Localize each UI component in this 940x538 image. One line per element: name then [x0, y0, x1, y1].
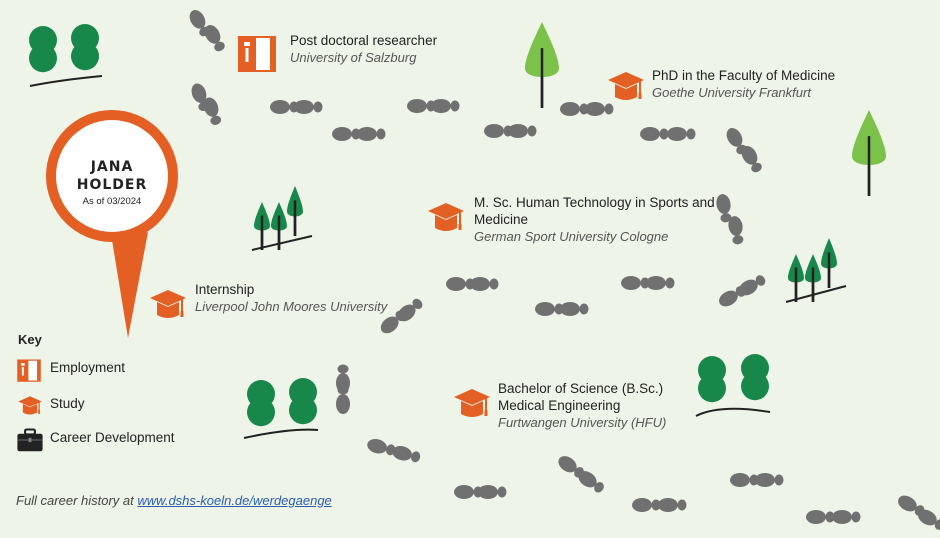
footprint	[336, 385, 350, 414]
milestone-title: Internship	[195, 282, 255, 297]
graduation-cap-icon	[454, 389, 490, 417]
key-label: Career Development	[50, 430, 175, 445]
pine-tree	[852, 110, 886, 196]
milestone-title-line-1: Bachelor of Science (B.Sc.)	[498, 381, 664, 396]
first-name: JANA	[90, 159, 134, 175]
trees	[29, 22, 886, 439]
footprint	[294, 100, 323, 114]
pine-tree	[788, 254, 804, 302]
milestone-institution: Furtwangen University (HFU)	[498, 415, 667, 430]
footprint	[560, 102, 589, 116]
footer-prefix: Full career history at	[16, 493, 134, 508]
ground-line	[29, 75, 103, 87]
footprint	[470, 277, 499, 291]
round-tree	[29, 26, 57, 73]
round-tree	[247, 380, 275, 427]
milestone-title-line-2: Medicine	[474, 212, 529, 227]
employment-icon	[238, 36, 276, 72]
footer-note: Full career history at www.dshs-koeln.de…	[16, 493, 332, 508]
name-pin	[46, 110, 178, 338]
footprint	[392, 445, 421, 463]
footprint	[728, 216, 744, 245]
pine-tree	[525, 22, 559, 108]
footprint	[508, 124, 537, 138]
footprint-trail	[189, 10, 940, 530]
round-tree	[289, 378, 317, 425]
graduation-cap-icon	[608, 72, 644, 100]
pine-tree	[805, 254, 821, 302]
round-tree	[741, 354, 769, 401]
pine-tree	[287, 186, 303, 236]
last-name: HOLDER	[76, 177, 148, 193]
pin-face	[56, 120, 168, 232]
footprint	[431, 99, 460, 113]
footprint	[640, 127, 669, 141]
pine-tree	[821, 238, 837, 288]
footprint	[646, 276, 675, 290]
footprint	[478, 485, 507, 499]
milestone-institution: Liverpool John Moores University	[195, 299, 388, 314]
key-title: Key	[18, 332, 42, 347]
ground-line	[785, 285, 847, 303]
footprint	[204, 25, 225, 52]
footprint	[332, 127, 361, 141]
ground-line	[251, 235, 313, 251]
footprint	[832, 510, 861, 524]
footprint	[621, 276, 650, 290]
footprint	[397, 298, 423, 322]
career-history-link[interactable]: www.dshs-koeln.de/werdegaenge	[137, 493, 332, 508]
as-of-date: As of 03/2024	[82, 196, 142, 207]
footprint	[658, 498, 687, 512]
milestone-title: Post doctoral researcher	[290, 33, 438, 48]
key-label: Study	[50, 396, 85, 411]
footprint	[716, 194, 732, 223]
footprint	[357, 127, 386, 141]
graduation-cap-icon	[18, 396, 42, 415]
milestone-institution: University of Salzburg	[290, 50, 417, 65]
ground-line	[243, 428, 319, 439]
footprint	[741, 146, 762, 173]
graduation-cap-icon	[150, 290, 186, 318]
footprint	[535, 302, 564, 316]
briefcase-icon	[17, 428, 43, 452]
footprint	[755, 473, 784, 487]
footprint	[367, 438, 396, 456]
key-item-employment: Employment	[16, 357, 125, 382]
pin-label: JANA HOLDER As of 03/2024	[42, 158, 182, 207]
footprint	[806, 510, 835, 524]
footprint	[560, 302, 589, 316]
pin-pointer	[112, 232, 148, 338]
footprint	[578, 471, 604, 493]
footprint	[730, 473, 759, 487]
key-item-study: Study	[16, 393, 85, 417]
employment-icon	[17, 359, 41, 382]
milestone-institution: Goethe University Frankfurt	[652, 85, 811, 100]
pine-tree	[254, 202, 270, 250]
milestone-institution: German Sport University Cologne	[474, 229, 669, 244]
milestone-title-line-2: Medical Engineering	[498, 398, 621, 413]
footprint	[558, 456, 584, 478]
milestone-title-line-1: M. Sc. Human Technology in Sports and	[474, 195, 715, 210]
key-label: Employment	[50, 360, 126, 375]
footprint	[585, 102, 614, 116]
footprint	[739, 275, 766, 296]
ground-line	[695, 407, 771, 417]
key-item-career-development: Career Development	[16, 427, 175, 452]
footprint	[203, 97, 222, 125]
footprint	[667, 127, 696, 141]
graduation-cap-icon	[428, 203, 464, 231]
milestone-title: PhD in the Faculty of Medicine	[652, 68, 836, 83]
round-tree	[71, 24, 99, 71]
round-tree	[698, 356, 726, 403]
footprint	[632, 498, 661, 512]
